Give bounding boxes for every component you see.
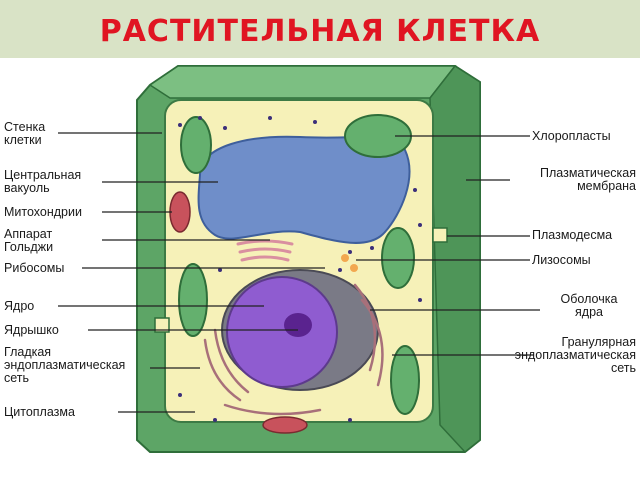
label-central-vacuole: Центральная вакуоль xyxy=(4,168,82,195)
endoplasmic-reticulum xyxy=(203,283,384,416)
lysosome xyxy=(341,254,349,262)
mitochondrion xyxy=(262,416,308,434)
label-nucleus: Ядро xyxy=(4,299,35,313)
label-rough-er: Гранулярная эндоплазматическая сеть xyxy=(514,335,636,375)
mitochondrion xyxy=(169,191,191,233)
title-band xyxy=(0,0,640,58)
chloroplast xyxy=(390,345,420,415)
page-title: РАСТИТЕЛЬНАЯ КЛЕТКА xyxy=(99,14,541,49)
label-nucleolus: Ядрышко xyxy=(4,323,59,337)
label-plasma-membrane: Плазматическая мембрана xyxy=(540,166,636,193)
nucleus xyxy=(226,276,338,388)
label-smooth-er: Гладкая эндоплазматическая сеть xyxy=(4,345,126,385)
label-ribosomes: Рибосомы xyxy=(4,261,65,275)
label-cytoplasm: Цитоплазма xyxy=(4,405,75,419)
label-nuclear-envelope: Оболочка ядра xyxy=(560,292,618,319)
chloroplast xyxy=(180,116,212,174)
lysosome xyxy=(350,264,358,272)
plasmodesma xyxy=(154,227,448,333)
label-lysosomes: Лизосомы xyxy=(532,253,591,267)
chloroplast xyxy=(178,263,208,337)
chloroplast xyxy=(381,227,415,289)
label-chloroplasts: Хлоропласты xyxy=(532,129,611,143)
ribosomes xyxy=(178,116,422,422)
cell-wall-top xyxy=(148,65,457,99)
label-cell-wall: Стенка клетки xyxy=(4,120,46,147)
central-vacuole xyxy=(197,135,411,244)
label-plasmodesma: Плазмодесма xyxy=(532,228,613,242)
label-mitochondria: Митохондрии xyxy=(4,205,82,219)
label-golgi: Аппарат Гольджи xyxy=(4,227,54,254)
nucleolus xyxy=(284,313,312,337)
golgi-apparatus xyxy=(236,239,294,262)
